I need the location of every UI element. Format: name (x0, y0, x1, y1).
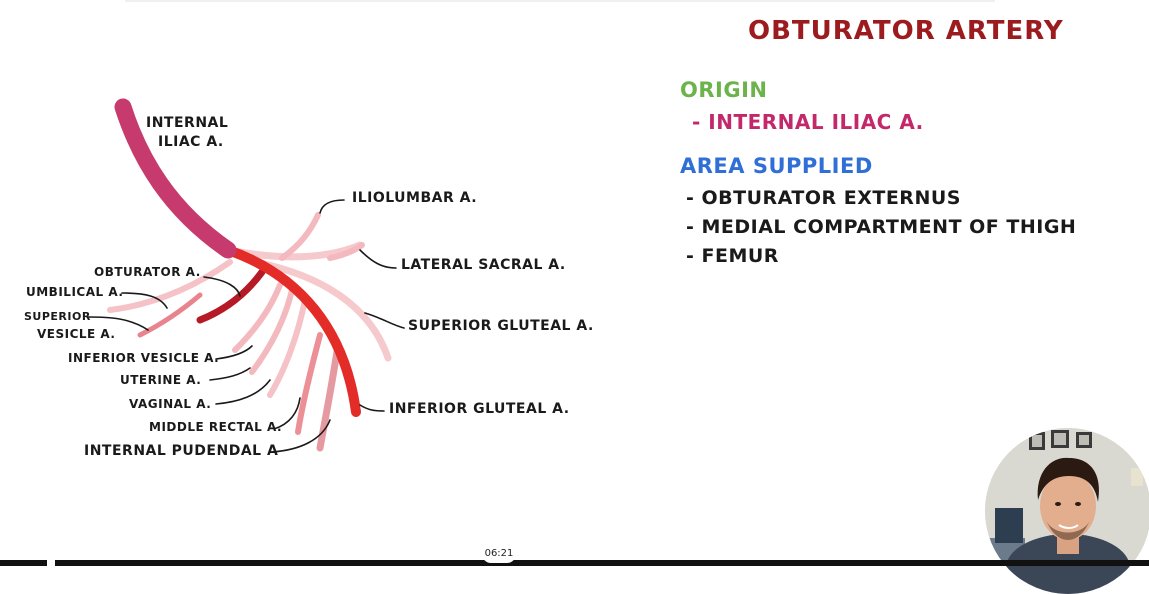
progress-segment-gap (47, 560, 55, 566)
vaginal-label: VAGINAL A. (129, 397, 211, 411)
inferior-gluteal-label: INFERIOR GLUTEAL A. (389, 401, 570, 417)
origin-heading: ORIGIN (680, 78, 767, 102)
list-item: - MEDIAL COMPARTMENT OF THIGH (686, 213, 1076, 242)
uterine-label: UTERINE A. (120, 373, 201, 387)
area-supplied-heading: AREA SUPPLIED (680, 154, 873, 178)
list-item: - OBTURATOR EXTERNUS (686, 184, 1076, 213)
artery-diagram (0, 0, 1149, 566)
timestamp-badge: 06:21 (482, 545, 516, 563)
middle-rectal-artery (298, 335, 320, 432)
lateral-sacral-leader (360, 250, 396, 268)
vaginal-leader (216, 380, 270, 404)
umbilical-label: UMBILICAL A. (26, 285, 123, 299)
iliolumbar-artery (282, 215, 318, 258)
video-progress-bar[interactable] (0, 560, 1149, 566)
lateral-sacral-label: LATERAL SACRAL A. (401, 257, 566, 273)
inferior-gluteal-leader (360, 405, 384, 411)
presenter-webcam-icon (985, 428, 1149, 594)
iliolumbar-label: ILIOLUMBAR A. (352, 190, 477, 206)
obturator-artery (200, 272, 262, 320)
obturator-label: OBTURATOR A. (94, 265, 201, 279)
area-supplied-list: - OBTURATOR EXTERNUS - MEDIAL COMPARTMEN… (686, 184, 1076, 271)
internal-iliac-label-line1: INTERNAL (146, 115, 228, 131)
inferior-vesicle-label: INFERIOR VESICLE A. (68, 351, 219, 365)
superior-gluteal-label: SUPERIOR GLUTEAL A. (408, 318, 594, 334)
superior-vesicle-label-line2: VESICLE A. (37, 327, 116, 341)
internal-iliac-label-line2: ILIAC A. (158, 134, 224, 150)
origin-value: - INTERNAL ILIAC A. (692, 110, 924, 134)
middle-rectal-label: MIDDLE RECTAL A. (149, 420, 282, 434)
internal-pudendal-label: INTERNAL PUDENDAL A (84, 443, 278, 459)
uterine-leader (210, 368, 250, 380)
page-title: OBTURATOR ARTERY (748, 16, 1064, 46)
presenter-webcam (985, 428, 1149, 594)
obturator-leader (204, 277, 240, 296)
superior-vesicle-label-line1: SUPERIOR (24, 310, 91, 323)
list-item: - FEMUR (686, 242, 1076, 271)
iliolumbar-leader (320, 200, 344, 213)
